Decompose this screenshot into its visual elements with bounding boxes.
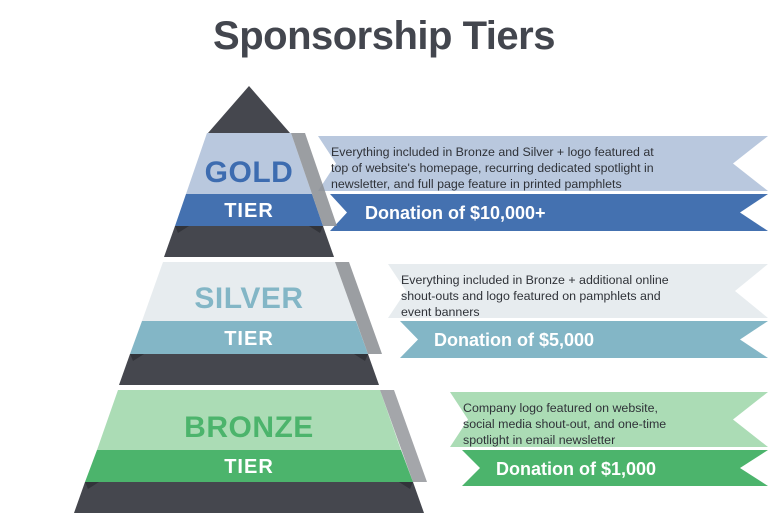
bronze-tier-name: BRONZE: [184, 411, 314, 444]
silver-tier-name: SILVER: [194, 282, 303, 315]
gold-separator-right-notch: [309, 226, 323, 233]
gold-donation-ribbon-notch: [740, 194, 768, 231]
silver-description-ribbon: [388, 264, 768, 318]
gold-description-line-2: top of website's homepage, recurring ded…: [331, 161, 654, 175]
gold-description-ribbon: [318, 136, 768, 191]
silver-separator-right-notch: [354, 354, 368, 361]
bronze-description-line-1: Company logo featured on website,: [463, 401, 658, 415]
silver-description-line-3: event banners: [401, 305, 480, 319]
bronze-donation-label: Donation of $1,000: [496, 459, 656, 479]
gold-separator-left-notch: [175, 226, 189, 233]
silver-donation-label: Donation of $5,000: [434, 330, 594, 350]
silver-description-ribbon-notch: [735, 264, 768, 318]
gold-tier-light-band: [186, 133, 312, 194]
gold-tier-word: TIER: [224, 200, 274, 222]
gold-tier-name: GOLD: [205, 156, 294, 189]
bronze-tier-dark-band: [85, 450, 413, 482]
base-right-notch: [399, 482, 413, 489]
silver-donation-ribbon-notch: [740, 321, 768, 358]
base-left-notch: [85, 482, 99, 489]
bronze-donation-ribbon: [462, 450, 768, 486]
silver-description-line-2: shout-outs and logo featured on pamphlet…: [401, 289, 661, 303]
page-title: Sponsorship Tiers: [213, 14, 555, 58]
bronze-pyramid-edge-stripe: [380, 390, 427, 482]
bronze-description-ribbon-notch: [733, 392, 768, 447]
gold-tier-dark-band: [175, 194, 323, 226]
bronze-description-line-2: social media shout-out, and one-time: [463, 417, 666, 431]
silver-donation-ribbon: [400, 321, 768, 358]
silver-pyramid-edge-stripe: [335, 262, 382, 354]
silver-tier-light-band: [142, 262, 356, 321]
gold-description-line-3: newsletter, and full page feature in pri…: [331, 177, 622, 191]
silver-tier-dark-band: [130, 321, 368, 354]
gold-silver-separator: [164, 226, 334, 257]
gold-pyramid-edge-stripe: [291, 133, 337, 226]
bronze-description-line-3: spotlight in email newsletter: [463, 433, 615, 447]
gold-donation-ribbon: [330, 194, 768, 231]
silver-bronze-separator: [119, 354, 379, 385]
silver-separator-left-notch: [130, 354, 144, 361]
gold-donation-label: Donation of $10,000+: [365, 203, 546, 223]
pyramid-apex: [208, 86, 290, 133]
silver-description-line-1: Everything included in Bronze + addition…: [401, 273, 669, 287]
silver-tier-word: TIER: [224, 328, 274, 350]
pyramid-base: [74, 482, 424, 513]
gold-description-line-1: Everything included in Bronze and Silver…: [331, 145, 654, 159]
bronze-donation-ribbon-notch: [740, 450, 768, 486]
bronze-tier-word: TIER: [224, 456, 274, 478]
bronze-description-ribbon: [450, 392, 768, 447]
gold-description-ribbon-notch: [733, 136, 768, 191]
bronze-tier-light-band: [97, 390, 401, 450]
